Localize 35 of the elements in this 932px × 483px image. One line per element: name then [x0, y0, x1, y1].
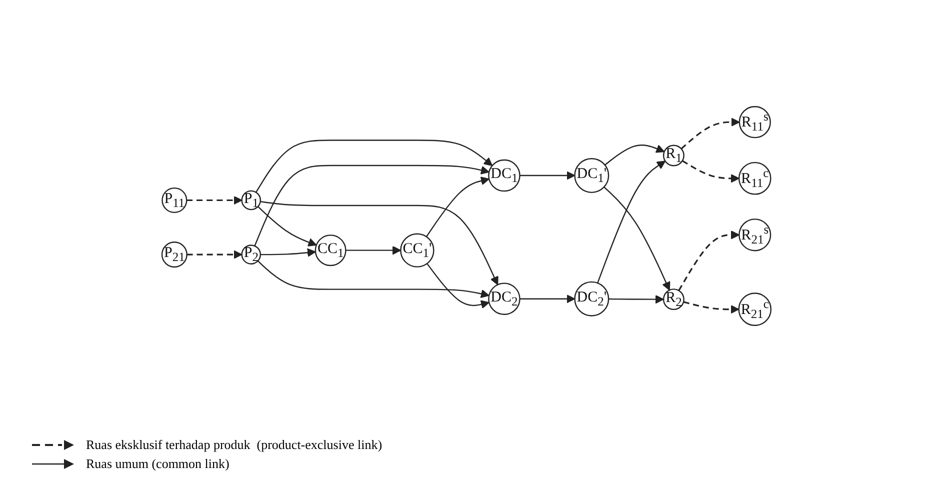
- arrow: [596, 160, 666, 284]
- arrow: [519, 171, 575, 180]
- node-circle: DC$_{1}$': [574, 158, 609, 194]
- node-circle: DC$_{2}$: [488, 282, 520, 315]
- node-circle: P$_{2}$: [240, 244, 261, 264]
- arrow: [257, 260, 489, 298]
- arrow: [186, 196, 242, 205]
- arrow: [254, 164, 490, 246]
- arrow: [680, 118, 740, 150]
- node-circle: DC$_{1}$: [488, 159, 520, 192]
- legend-text: Ruas umum (common link): [86, 456, 230, 472]
- arrow: [186, 250, 242, 259]
- arrow: [260, 248, 316, 257]
- arrow: [682, 301, 739, 314]
- arrow: [604, 144, 664, 166]
- arrow: [255, 140, 492, 193]
- arrow: [681, 160, 739, 183]
- arrow: [678, 230, 740, 291]
- node-circle: DC$_{2}$': [574, 281, 609, 316]
- arrow: [260, 200, 498, 286]
- node-circle: R$_{2}$: [662, 288, 684, 310]
- arrow: [426, 176, 490, 238]
- arrow: [257, 206, 316, 246]
- node-circle: P$_{21}$: [160, 242, 187, 268]
- node-circle: CC$_{1}$': [400, 233, 434, 268]
- node-circle: P$_{1}$: [240, 190, 261, 210]
- arrow: [603, 186, 670, 290]
- arrow: [345, 246, 401, 255]
- legend-text: Ruas eksklusif terhadap produk (product-exclusive link): [86, 437, 382, 453]
- node-circle: R$_{1}$: [662, 144, 684, 166]
- arrow: [426, 263, 490, 309]
- arrow: [519, 294, 575, 304]
- node-circle: CC$_{1}$: [314, 234, 346, 266]
- node-circle: P$_{11}$: [161, 187, 187, 214]
- arrow: [608, 294, 664, 304]
